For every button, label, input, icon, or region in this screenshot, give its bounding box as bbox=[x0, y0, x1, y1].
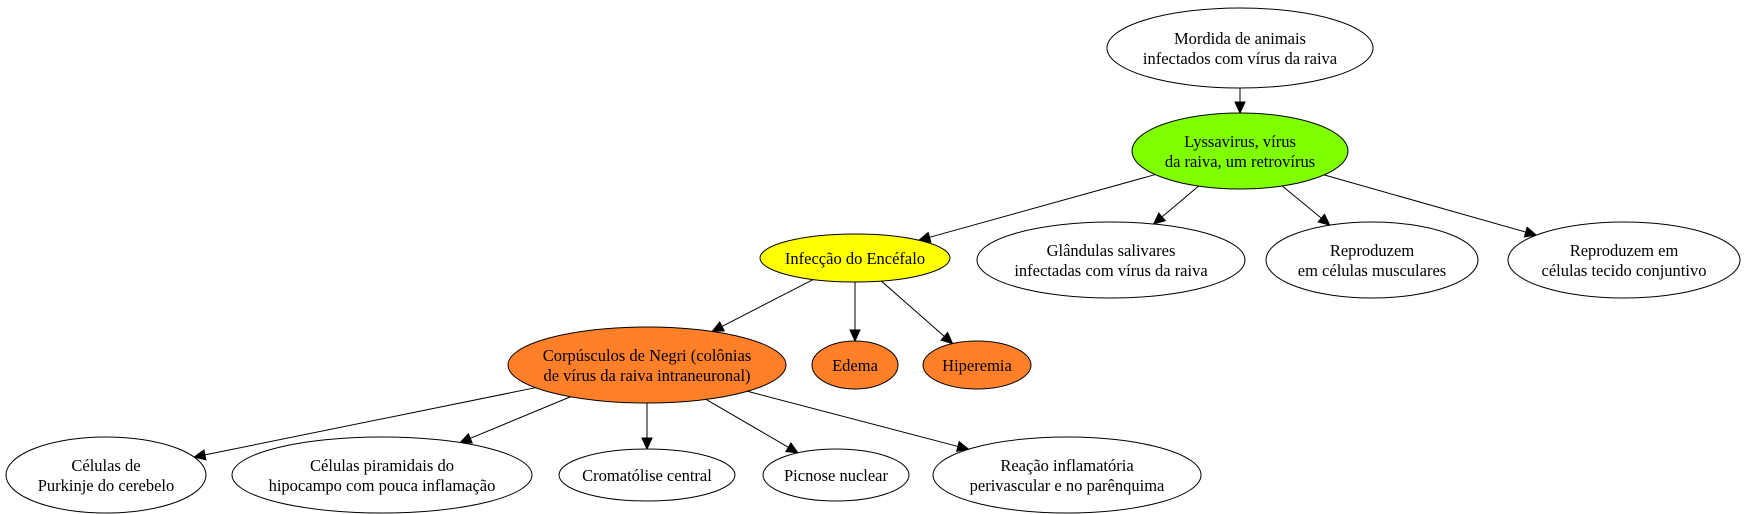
edge-line bbox=[1161, 185, 1199, 218]
edge-line bbox=[705, 398, 789, 448]
node-infeccao: Infecção do Encéfalo bbox=[759, 233, 951, 283]
edge-lyssavirus-to-reproduzem-musc bbox=[1282, 185, 1331, 226]
node-ellipse bbox=[5, 436, 207, 514]
node-label-line: infectadas com vírus da raiva bbox=[1014, 261, 1208, 280]
edge-line bbox=[1323, 174, 1526, 233]
edge-line bbox=[929, 174, 1156, 238]
node-label-line: Hiperemia bbox=[942, 356, 1012, 375]
node-ellipse bbox=[1507, 221, 1741, 299]
node-label-line: Mordida de animais bbox=[1174, 29, 1306, 48]
edge-infeccao-to-edema bbox=[849, 282, 861, 343]
node-label-line: hipocampo com pouca inflamação bbox=[269, 476, 496, 495]
node-label-line: Cromatólise central bbox=[582, 466, 712, 485]
edge-lyssavirus-to-infeccao bbox=[917, 174, 1156, 243]
edge-infeccao-to-hiperemia bbox=[880, 280, 954, 345]
node-label-line: perivascular e no parênquima bbox=[970, 476, 1165, 495]
edge-line bbox=[747, 390, 959, 447]
edge-line bbox=[721, 279, 814, 327]
node-ellipse bbox=[558, 448, 736, 502]
node-label-line: Corpúsculos de Negri (colônias bbox=[543, 346, 752, 365]
arrowhead bbox=[711, 321, 726, 332]
node-hiperemia: Hiperemia bbox=[922, 340, 1032, 390]
arrowhead bbox=[955, 440, 970, 452]
node-label-line: da raiva, um retrovírus bbox=[1165, 152, 1315, 171]
node-label-line: Infecção do Encéfalo bbox=[785, 249, 925, 268]
node-label-line: Picnose nuclear bbox=[784, 466, 889, 485]
node-label-line: Lyssavirus, vírus bbox=[1184, 132, 1296, 151]
arrowhead bbox=[1234, 101, 1246, 115]
node-ellipse bbox=[759, 233, 951, 283]
node-edema: Edema bbox=[811, 340, 899, 390]
node-ellipse bbox=[1265, 221, 1479, 299]
arrowhead bbox=[1152, 212, 1167, 225]
node-label-line: células tecido conjuntivo bbox=[1542, 261, 1707, 280]
edges-layer bbox=[192, 88, 1538, 461]
edge-infeccao-to-corpusculos bbox=[711, 279, 814, 332]
edge-line bbox=[470, 396, 571, 439]
edge-line bbox=[204, 387, 536, 456]
node-cromatolise: Cromatólise central bbox=[558, 448, 736, 502]
node-label-line: Purkinje do cerebelo bbox=[38, 476, 175, 495]
arrowhead bbox=[1317, 213, 1331, 226]
node-ellipse bbox=[1106, 7, 1374, 89]
node-label-line: Células piramidais do bbox=[310, 456, 454, 475]
edge-corpusculos-to-piramidais bbox=[459, 396, 571, 444]
node-ellipse bbox=[811, 340, 899, 390]
arrowhead bbox=[785, 442, 799, 454]
node-ellipse bbox=[932, 436, 1202, 514]
arrowhead bbox=[641, 437, 653, 451]
node-ellipse bbox=[922, 340, 1032, 390]
edge-corpusculos-to-cromatolise bbox=[641, 403, 653, 451]
node-label-line: Reação inflamatória bbox=[1000, 456, 1134, 475]
node-label-line: Edema bbox=[832, 356, 878, 375]
node-ellipse bbox=[231, 436, 533, 514]
edge-lyssavirus-to-glandulas bbox=[1152, 185, 1199, 225]
node-label-line: infectados com vírus da raiva bbox=[1143, 49, 1338, 68]
node-label-line: Reproduzem bbox=[1330, 241, 1414, 260]
node-ellipse bbox=[976, 221, 1246, 299]
node-ellipse bbox=[762, 448, 910, 502]
edge-corpusculos-to-purkinje bbox=[192, 387, 536, 461]
arrowhead bbox=[192, 449, 207, 461]
node-ellipse bbox=[1131, 112, 1349, 190]
node-ellipse bbox=[507, 326, 787, 404]
edge-line bbox=[880, 280, 945, 337]
node-label-line: Reproduzem em bbox=[1570, 241, 1679, 260]
node-picnose: Picnose nuclear bbox=[762, 448, 910, 502]
node-label-line: Células de bbox=[71, 456, 140, 475]
arrowhead bbox=[459, 432, 473, 444]
edge-lyssavirus-to-reproduzem-tecido bbox=[1323, 174, 1538, 238]
arrowhead bbox=[1523, 226, 1538, 238]
node-label-line: de vírus da raiva intraneuronal) bbox=[543, 366, 750, 385]
arrowhead bbox=[940, 331, 954, 345]
node-label-line: em células musculares bbox=[1298, 261, 1446, 280]
edge-corpusculos-to-reacao bbox=[747, 390, 970, 452]
edge-mordida-to-lyssavirus bbox=[1234, 88, 1246, 115]
arrowhead bbox=[849, 329, 861, 343]
node-label-line: Glândulas salivares bbox=[1047, 241, 1176, 260]
arrowhead bbox=[917, 231, 932, 243]
edge-line bbox=[1282, 185, 1322, 219]
edge-corpusculos-to-picnose bbox=[705, 398, 799, 454]
